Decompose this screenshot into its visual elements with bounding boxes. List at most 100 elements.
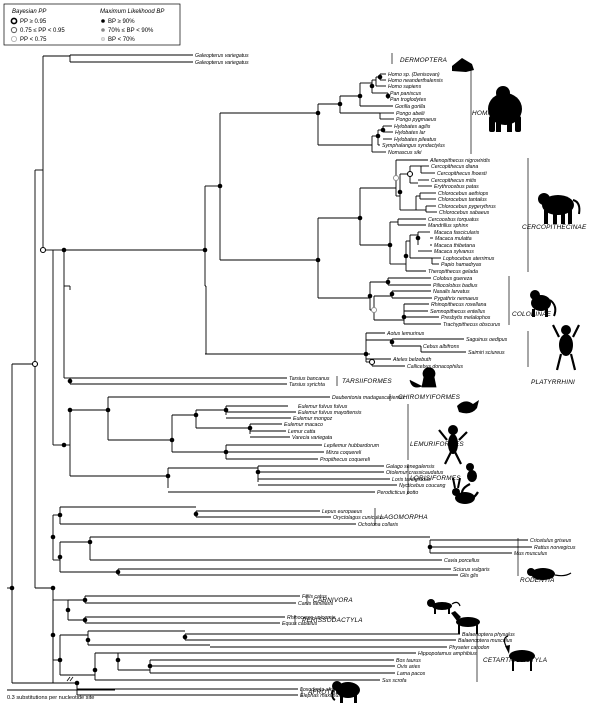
support-node bbox=[57, 554, 63, 560]
legend-ml-title: Maximum Likelihood BP bbox=[100, 9, 164, 15]
taxon-label: Cercopithecus diana bbox=[431, 164, 478, 170]
support-node bbox=[357, 215, 363, 221]
taxon-label: Tarsius syrichta bbox=[289, 382, 325, 388]
support-node bbox=[82, 617, 88, 623]
taxon-label: Varecia variegata bbox=[292, 435, 332, 441]
taxon-label: Eulemur fulvus fulvus bbox=[298, 404, 348, 410]
branch-break-marks bbox=[66, 676, 74, 682]
taxon-label: Callicebus donacophilus bbox=[407, 364, 463, 370]
support-node bbox=[165, 473, 171, 479]
taxon-label: Balaenoptera physalus bbox=[462, 632, 515, 638]
support-node bbox=[65, 607, 71, 613]
taxon-label: Perodicticus potto bbox=[377, 490, 418, 496]
taxon-label: Lepilemur hubbardorum bbox=[324, 443, 380, 449]
taxon-label: Sus scrofa bbox=[382, 678, 407, 684]
tree-nodes bbox=[9, 74, 433, 686]
taxon-label: Trachypithecus obscurus bbox=[443, 322, 501, 328]
taxon-label: Lepus europaeus bbox=[322, 509, 362, 515]
support-node bbox=[377, 74, 383, 80]
taxon-label: Hylobates agilis bbox=[394, 124, 431, 130]
support-node bbox=[217, 183, 223, 189]
group-label-tarsiiformes: TARSIIFORMES bbox=[342, 378, 392, 385]
taxon-label: Galago senegalensis bbox=[386, 464, 435, 470]
elephant-icon bbox=[331, 681, 360, 703]
support-node bbox=[50, 632, 56, 638]
support-node bbox=[61, 247, 67, 253]
taxon-label: Equus caballus bbox=[282, 621, 318, 627]
taxon-label: Erythrocebus patas bbox=[434, 184, 479, 190]
support-node bbox=[57, 657, 63, 663]
support-node bbox=[403, 253, 409, 259]
group-label-lemuriformes: LEMURIFORMES bbox=[410, 441, 464, 448]
taxon-label: Homo sp. (Denisovan) bbox=[388, 72, 440, 78]
taxon-label: Cricetulus griseus bbox=[530, 538, 572, 544]
taxon-label: Ateles belzebuth bbox=[392, 357, 431, 363]
support-node bbox=[67, 407, 73, 413]
support-node bbox=[39, 246, 47, 254]
taxon-label: Hylobates lar bbox=[395, 130, 426, 136]
support-node bbox=[223, 407, 229, 413]
taxon-label: Loris tardigradus bbox=[392, 477, 431, 483]
taxon-label: Nasalis larvatus bbox=[433, 289, 470, 295]
support-node bbox=[92, 667, 98, 673]
taxon-label: Cercopithecus mitis bbox=[431, 178, 477, 184]
taxon-label: Ochotona collaris bbox=[358, 522, 398, 528]
taxon-label: Loxodonta africana bbox=[300, 687, 344, 693]
support-node bbox=[85, 637, 91, 643]
support-node bbox=[147, 663, 153, 669]
taxon-label: Galeopterus variegatus bbox=[195, 53, 249, 59]
legend: Bayesian PP Maximum Likelihood BP PP ≥ 0… bbox=[3, 3, 181, 46]
taxon-label: Pygathrix nemaeus bbox=[434, 296, 479, 302]
support-node bbox=[115, 657, 121, 663]
support-node bbox=[427, 544, 433, 550]
taxon-label: Cercocebus torquatus bbox=[428, 217, 479, 223]
support-node bbox=[387, 242, 393, 248]
support-node bbox=[397, 189, 403, 195]
pp-low-symbol bbox=[10, 36, 17, 43]
pp-high-symbol bbox=[10, 17, 18, 25]
legend-bayes-title: Bayesian PP bbox=[12, 9, 46, 15]
group-label-platyrrhini: PLATYRRHINI bbox=[531, 379, 575, 386]
taxon-label: Oryctolagus cuniculus bbox=[333, 515, 384, 521]
legend-box bbox=[3, 3, 181, 46]
legend-bp-low: BP < 70% bbox=[108, 37, 135, 43]
taxon-label: Macaca sylvanus bbox=[434, 249, 474, 255]
support-node bbox=[357, 93, 363, 99]
group-label-lagomorpha: LAGOMORPHA bbox=[380, 514, 428, 521]
taxon-label: Sciurus vulgaris bbox=[453, 567, 490, 573]
support-node bbox=[9, 585, 15, 591]
taxon-label: Lemur catta bbox=[288, 429, 316, 435]
taxon-label: Lophocebus aterrimus bbox=[443, 256, 495, 262]
taxon-label: Felis catus bbox=[302, 594, 327, 600]
animal-silhouettes bbox=[331, 58, 581, 703]
colugo-icon bbox=[452, 58, 474, 72]
taxon-label: Macaca thibetana bbox=[434, 243, 475, 249]
support-node bbox=[82, 597, 88, 603]
colobus-icon bbox=[530, 290, 557, 317]
taxon-label: Macaca mulatta bbox=[435, 236, 472, 242]
group-label-perissodactyla: PERISSODACTYLA bbox=[302, 617, 363, 624]
support-node bbox=[202, 247, 208, 253]
rabbit-icon bbox=[452, 477, 475, 504]
bp-low-symbol bbox=[100, 37, 105, 42]
support-node bbox=[415, 235, 421, 241]
taxon-label: Mandrillus sphinx bbox=[428, 223, 468, 229]
group-label-carnivora: CARNIVORA bbox=[313, 597, 353, 604]
taxon-label: Macaca fascicularis bbox=[434, 230, 480, 236]
taxon-label: Pan paniscus bbox=[390, 91, 422, 97]
taxon-label: Elephas maximus bbox=[300, 693, 341, 699]
support-node bbox=[169, 437, 175, 443]
support-node bbox=[67, 378, 73, 384]
taxon-label: Rhinoceros unicornis bbox=[287, 615, 336, 621]
taxon-label: Cavia porcellus bbox=[444, 558, 480, 564]
taxon-label: Otolemur crassicaudatus bbox=[386, 470, 444, 476]
taxon-label: Eulemur mongoz bbox=[293, 416, 333, 422]
group-label-colobinae: COLOBINAE bbox=[512, 311, 552, 318]
taxon-label: Balaenoptera musculus bbox=[458, 638, 513, 644]
antelope-icon bbox=[503, 635, 535, 671]
taxon-label: Papio hamadryas bbox=[441, 262, 482, 268]
taxon-label: Hippopotamus amphibius bbox=[418, 651, 477, 657]
taxon-label: Pan troglodytes bbox=[390, 97, 426, 103]
support-node bbox=[401, 314, 407, 320]
